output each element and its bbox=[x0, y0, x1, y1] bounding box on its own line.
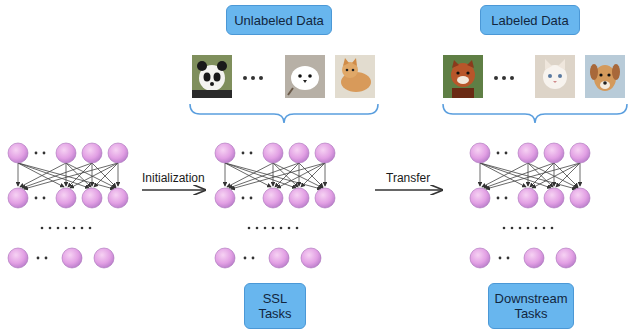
box-text: Unlabeled Data bbox=[234, 13, 324, 28]
cat-image bbox=[335, 55, 375, 98]
box-text: Downstream Tasks bbox=[495, 291, 568, 321]
ellipsis-dots bbox=[243, 76, 263, 80]
ellipsis-dots bbox=[494, 76, 514, 80]
dog-image bbox=[585, 55, 625, 98]
initialization-arrow bbox=[142, 189, 205, 190]
panda-image bbox=[192, 55, 232, 98]
arrow-label: Initialization bbox=[142, 171, 205, 185]
arrow-label: Transfer bbox=[386, 171, 430, 185]
brace bbox=[443, 104, 627, 123]
task-box: Downstream Tasks bbox=[488, 283, 574, 329]
network-initial bbox=[8, 143, 128, 268]
box-text: Labeled Data bbox=[491, 13, 568, 28]
bird-image bbox=[285, 55, 325, 98]
kitten-image bbox=[535, 55, 575, 98]
data-box: Labeled Data bbox=[480, 5, 580, 35]
brace bbox=[190, 104, 378, 123]
network-ssl bbox=[215, 143, 335, 268]
task-box: SSL Tasks bbox=[244, 283, 306, 329]
network-transfer bbox=[470, 143, 590, 268]
transfer-arrow bbox=[375, 189, 442, 190]
data-box: Unlabeled Data bbox=[226, 5, 332, 35]
red-panda-image bbox=[443, 55, 483, 98]
box-text: SSL Tasks bbox=[251, 291, 299, 321]
